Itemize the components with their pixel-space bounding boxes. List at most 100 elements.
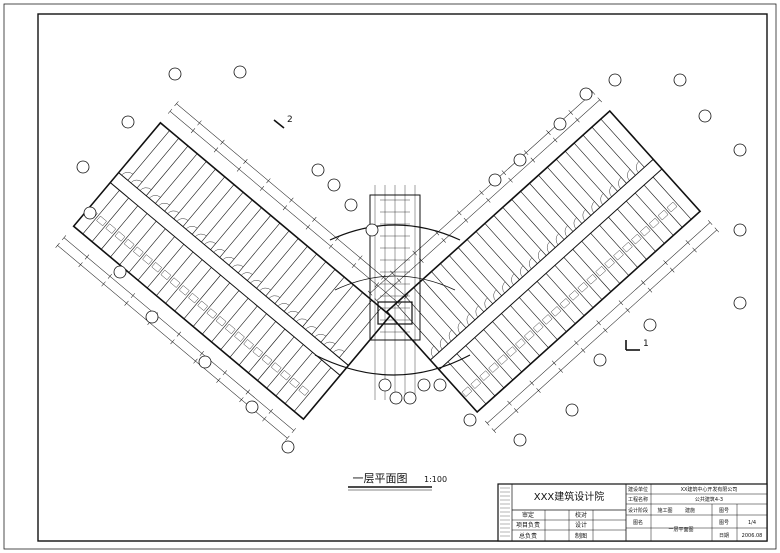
room-partition — [510, 305, 549, 349]
hub-front-arc — [314, 354, 471, 376]
room-partition — [257, 336, 295, 381]
dimension-tick — [289, 197, 294, 203]
fixture — [532, 322, 544, 333]
dimension-tick — [575, 117, 580, 123]
stamp-text-lines — [500, 487, 510, 537]
room-partition — [581, 241, 621, 284]
door-swing — [195, 233, 207, 238]
dimension-tick — [396, 278, 402, 283]
dimension-tick — [663, 260, 668, 266]
section-label: 1 — [643, 339, 649, 349]
right-wing-dimensions — [367, 90, 720, 434]
door-swing — [277, 303, 290, 307]
dimension-tick — [351, 263, 357, 269]
door-swing — [493, 289, 497, 302]
value-stage: 施工图 — [657, 507, 672, 514]
section-line — [273, 119, 285, 129]
room-partition — [220, 305, 258, 350]
fixture — [270, 362, 282, 373]
label-project: 工程名称 — [628, 496, 648, 503]
room-partition — [293, 269, 336, 320]
fixture — [133, 246, 144, 257]
room-partition — [652, 176, 692, 220]
axis-bubble — [733, 223, 747, 237]
door-swing — [259, 287, 271, 292]
room-partition — [265, 246, 308, 297]
fixture — [559, 298, 571, 309]
fixture — [541, 314, 553, 325]
room-partition — [275, 352, 313, 397]
drawing-frame — [37, 13, 768, 542]
dimension-tick — [197, 120, 202, 126]
fixture — [123, 238, 135, 250]
door-swing — [538, 249, 542, 262]
room-partition — [483, 329, 522, 373]
room-partition — [563, 257, 603, 300]
dimension-tick — [84, 254, 90, 260]
room-partition — [302, 276, 345, 328]
dimension-tick — [130, 293, 136, 299]
room-partition — [100, 205, 139, 250]
section-label: 2 — [287, 115, 293, 125]
fixture — [657, 209, 669, 221]
dimension-tick — [170, 339, 175, 345]
door-swing — [185, 226, 198, 230]
room-partition — [110, 213, 148, 258]
dimension-tick — [312, 216, 317, 222]
room-partition — [634, 192, 674, 236]
label-drawing: 图名 — [633, 519, 643, 526]
axis-bubble — [417, 378, 431, 392]
axis-bubble — [643, 318, 657, 332]
axis-bubble — [673, 73, 687, 87]
door-swing — [484, 297, 488, 310]
door-swing — [609, 185, 613, 197]
room-partition — [465, 345, 505, 389]
dimension-tick — [190, 128, 196, 134]
dimension-tick — [597, 97, 602, 103]
room-partition — [339, 307, 382, 358]
room-partition — [493, 215, 538, 264]
fixture — [215, 316, 227, 327]
door-swing — [511, 273, 515, 286]
room-partition — [91, 197, 129, 242]
door-swing — [573, 217, 577, 230]
label-draw: 制图 — [575, 532, 587, 540]
room-partition — [492, 321, 531, 365]
room-partition — [529, 183, 574, 232]
axis-bubble — [698, 109, 712, 123]
dimension-tick — [266, 178, 271, 184]
dimension-tick — [390, 270, 395, 276]
axis-bubble — [198, 355, 212, 369]
dimension-tick — [670, 267, 675, 273]
room-partition — [573, 142, 618, 192]
room-partition — [294, 367, 332, 412]
value-client: XX建筑中心开发有限公司 — [681, 486, 738, 493]
value-sheet-no: 1/4 — [748, 520, 756, 526]
dimension-tick — [625, 307, 630, 313]
dimension-tick — [558, 368, 563, 373]
fixture — [224, 323, 236, 335]
dimension-tick — [463, 217, 469, 223]
axis-bubble — [145, 310, 159, 324]
fixture — [506, 346, 517, 357]
room-partition — [582, 134, 627, 184]
dimension-tick — [508, 177, 513, 183]
fixture — [497, 354, 508, 365]
door-swing — [627, 169, 631, 181]
door-swing — [130, 179, 143, 184]
fixture — [550, 306, 562, 317]
room-partition — [228, 215, 271, 266]
dimension-tick — [546, 130, 551, 135]
door-swing — [250, 280, 262, 284]
door-swing — [323, 341, 336, 346]
room-partition — [447, 361, 487, 405]
dimension-tick — [714, 227, 720, 233]
door-swing — [466, 313, 470, 326]
room-partition — [192, 282, 231, 327]
fixture — [151, 262, 162, 273]
room-partition — [600, 118, 645, 168]
door-swing — [475, 305, 479, 318]
axis-bubble — [365, 223, 379, 237]
door-swing — [448, 329, 452, 342]
